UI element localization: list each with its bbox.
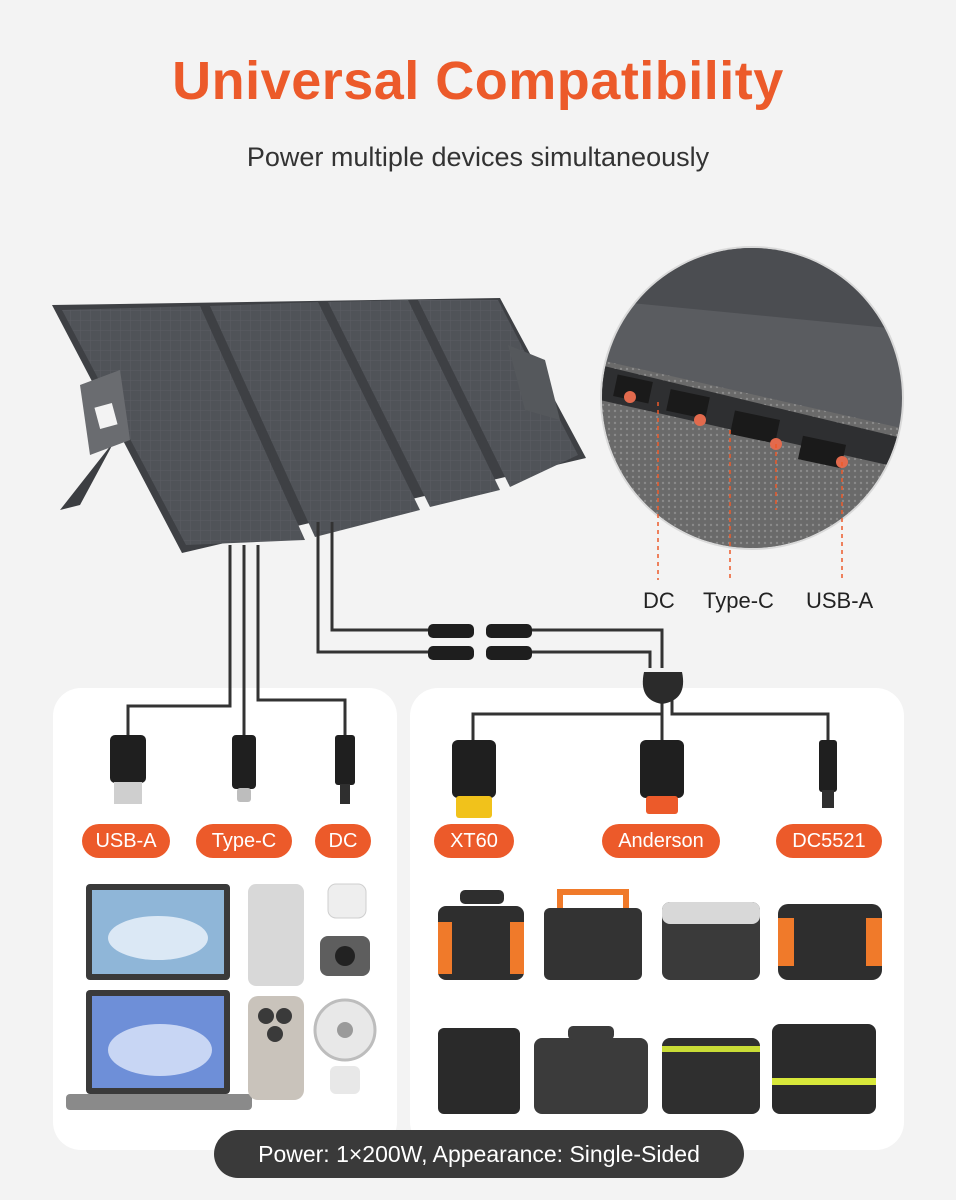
desk-fan [313,998,377,1094]
power-station-4 [778,904,882,980]
splitter-hub [642,672,684,704]
port-label-usb-a: USB-A [806,588,874,613]
laptop-bottom [66,990,252,1110]
power-station-1 [438,890,524,980]
connector-badge-dc5521: DC5521 [776,824,882,858]
port-label-type-c: Type-C [703,588,774,613]
dc5521-plug [819,740,837,808]
connector-badge-usb-a: USB-A [82,824,170,858]
power-station-2 [544,889,642,980]
port-label-dc: DC [643,588,675,613]
page-title: Universal Compatibility [172,51,784,111]
projector [320,936,370,976]
port-zoom-callout [600,246,904,580]
type-c-plug [232,735,256,802]
power-station-3 [662,902,760,980]
connector-badge-type-c: Type-C [196,824,292,858]
usb-a-plug [110,735,146,804]
power-station-8 [772,1024,876,1114]
panel-cables [126,522,830,740]
connector-badge-dc: DC [315,824,371,858]
power-station-7 [662,1038,760,1114]
power-bank [248,884,304,986]
mc4-connectors [428,624,532,660]
connector-badge-xt60: XT60 [434,824,514,858]
anderson-plug [640,740,684,814]
solar-panel [52,298,586,553]
power-station-5 [438,1028,520,1114]
xt60-plug [452,740,496,818]
dc-plug [335,735,355,804]
connector-badge-anderson: Anderson [602,824,720,858]
earbuds [327,883,367,919]
laptop-top [86,884,230,980]
power-station-6 [534,1026,648,1114]
page-subtitle: Power multiple devices simultaneously [246,142,710,172]
phone [248,996,304,1100]
spec-banner: Power: 1×200W, Appearance: Single-Sided [214,1130,744,1178]
